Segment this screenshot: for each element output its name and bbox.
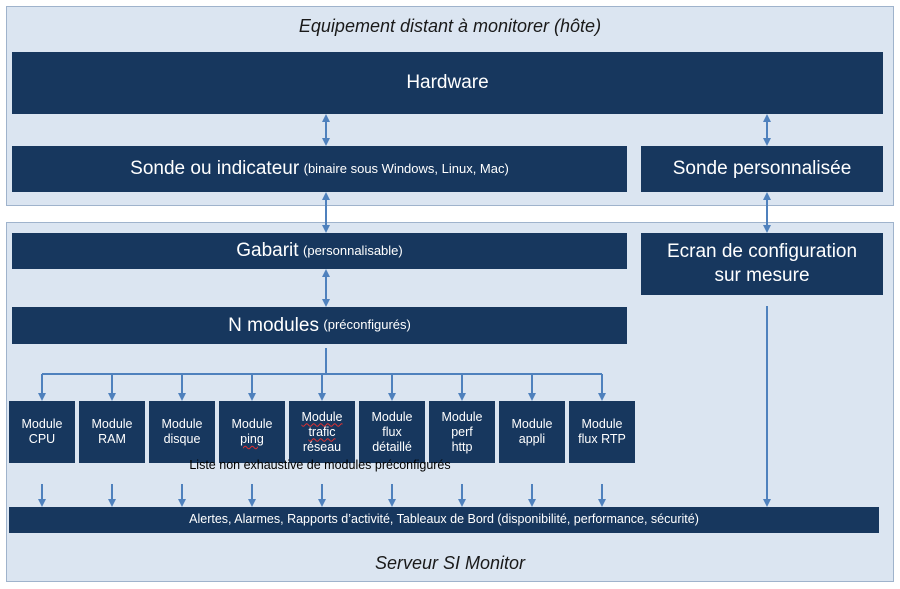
server-title: Serveur SI Monitor xyxy=(374,553,526,573)
module-line: flux xyxy=(382,424,402,439)
module-line: Module xyxy=(21,417,63,431)
sonde-custom-box: Sonde personnalisée xyxy=(641,146,883,192)
module-line: http xyxy=(451,439,473,454)
config-screen-box: Ecran de configuration sur mesure xyxy=(641,233,883,295)
module-cpu: Module CPU xyxy=(9,401,75,463)
modules-box: N modules (préconfigurés) xyxy=(12,307,627,344)
module-ram: Module RAM xyxy=(79,401,145,463)
module-ping: Module ping xyxy=(219,401,285,463)
module-line: réseau xyxy=(302,439,342,454)
host-title: Equipement distant à monitorer (hôte) xyxy=(298,16,602,36)
module-disque: Module disque xyxy=(149,401,215,463)
module-line: détaillé xyxy=(372,439,412,454)
sonde-custom-label: Sonde personnalisée xyxy=(672,158,852,180)
module-line: Module xyxy=(301,409,343,424)
sonde-box: Sonde ou indicateur (binaire sous Window… xyxy=(12,146,627,192)
module-line: trafic xyxy=(308,424,336,439)
sonde-note: (binaire sous Windows, Linux, Mac) xyxy=(303,160,509,176)
module-line: CPU xyxy=(28,432,56,446)
config-line-2: sur mesure xyxy=(714,265,810,286)
module-line: Module xyxy=(161,417,203,431)
module-perf-http: Module perf http xyxy=(429,401,495,463)
output-label: Alertes, Alarmes, Rapports d’activité, T… xyxy=(189,512,699,527)
modules-label: N modules xyxy=(228,314,319,336)
module-trafic-reseau: Module trafic réseau xyxy=(289,401,355,463)
module-line: RAM xyxy=(98,432,126,446)
gabarit-box: Gabarit (personnalisable) xyxy=(12,233,627,269)
module-line: Module xyxy=(511,417,553,431)
module-line: flux RTP xyxy=(578,432,626,446)
module-line: disque xyxy=(163,432,201,446)
module-line: perf xyxy=(451,424,473,439)
module-line: Module xyxy=(371,409,413,424)
hardware-label: Hardware xyxy=(406,72,489,94)
module-line: Module xyxy=(441,409,483,424)
module-appli: Module appli xyxy=(499,401,565,463)
modules-note: (préconfigurés) xyxy=(323,317,411,333)
sonde-label: Sonde ou indicateur xyxy=(130,158,300,180)
output-bar: Alertes, Alarmes, Rapports d’activité, T… xyxy=(9,507,879,533)
gabarit-label: Gabarit xyxy=(236,240,299,262)
module-flux-detaille: Module flux détaillé xyxy=(359,401,425,463)
module-line: Module xyxy=(91,417,133,431)
config-line-1: Ecran de configuration xyxy=(666,241,858,263)
gabarit-note: (personnalisable) xyxy=(303,242,403,258)
module-flux-rtp: Module flux RTP xyxy=(569,401,635,463)
module-line: ping xyxy=(240,432,264,446)
module-line: Module xyxy=(581,417,623,431)
modules-caption: Liste non exhaustive de modules préconfi… xyxy=(189,458,451,472)
module-line: appli xyxy=(518,432,546,446)
module-line: Module xyxy=(231,417,273,431)
hardware-box: Hardware xyxy=(12,52,883,114)
